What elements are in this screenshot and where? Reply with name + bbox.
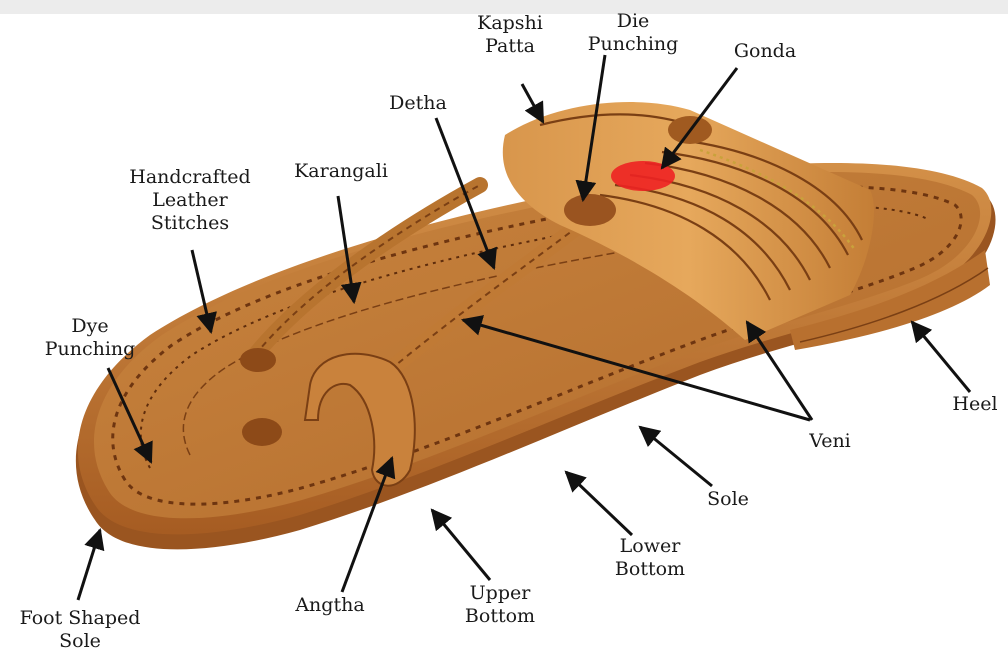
toe-knot	[242, 418, 282, 446]
label-foot-shaped-sole: Foot Shaped Sole	[0, 607, 160, 653]
label-die-punching: Die Punching	[578, 10, 688, 56]
karangali-knot	[240, 348, 276, 372]
label-dye-punching: Dye Punching	[30, 315, 150, 361]
label-lower-bottom: Lower Bottom	[600, 535, 700, 581]
label-heel: Heel	[945, 393, 1005, 416]
arrow-heel	[912, 322, 970, 392]
label-detha: Detha	[378, 92, 458, 115]
arrow-sole	[640, 427, 712, 486]
label-upper-bottom: Upper Bottom	[450, 582, 550, 628]
label-handcrafted-leather-stitches: Handcrafted Leather Stitches	[110, 166, 270, 235]
label-gonda: Gonda	[725, 40, 805, 63]
arrow-upper-bottom	[432, 510, 490, 580]
arrow-lower-bottom	[566, 472, 632, 535]
arrow-kapshi-patta	[522, 84, 543, 122]
center-knot	[564, 194, 616, 226]
arrow-foot-shaped-sole	[78, 530, 100, 600]
label-angtha: Angtha	[280, 594, 380, 617]
label-kapshi-patta: Kapshi Patta	[470, 12, 550, 58]
label-sole: Sole	[688, 488, 768, 511]
label-veni: Veni	[800, 430, 860, 453]
label-karangali: Karangali	[286, 160, 396, 183]
